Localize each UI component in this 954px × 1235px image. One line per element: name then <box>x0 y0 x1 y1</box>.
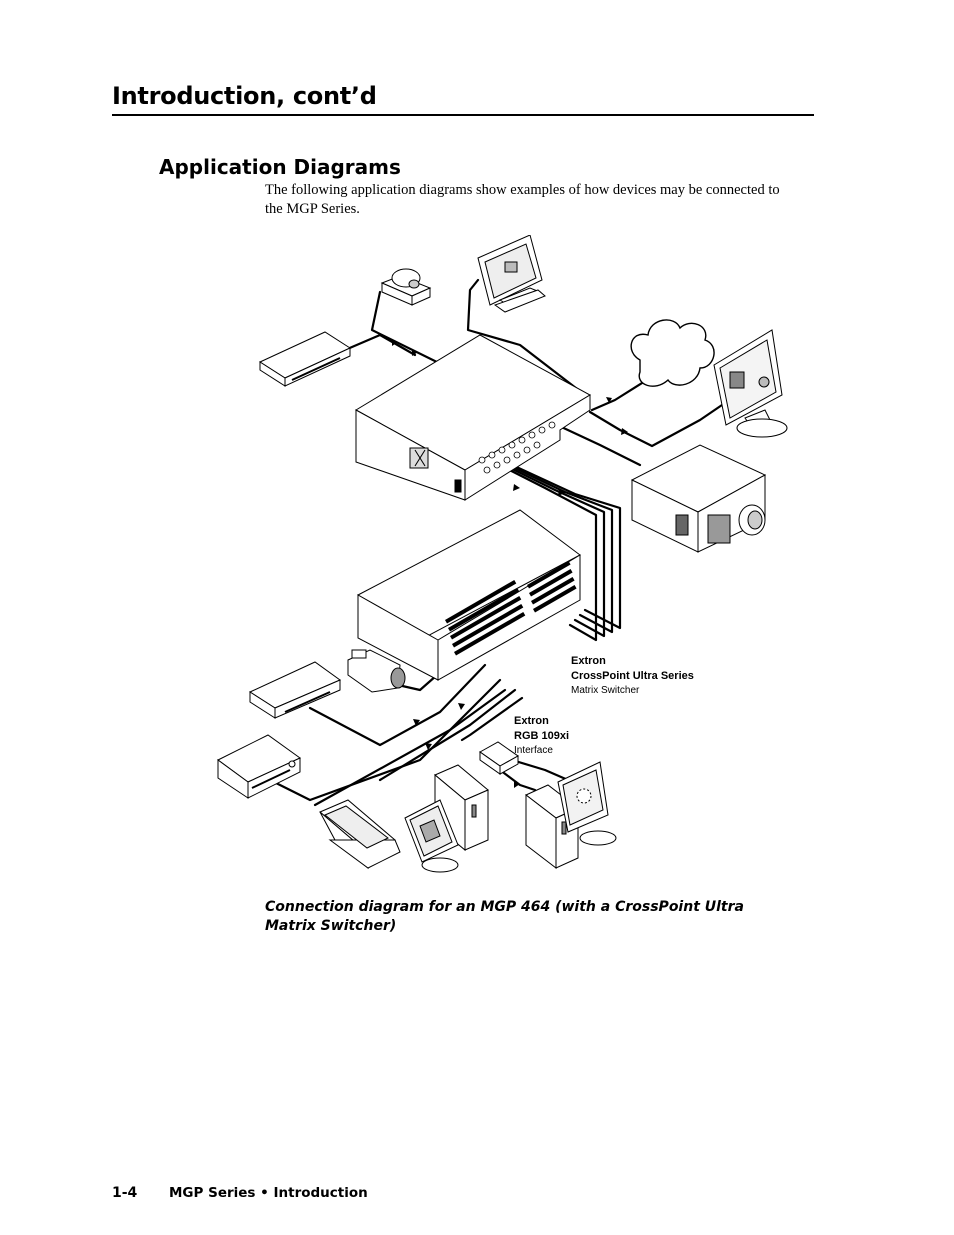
crosspoint-connector-grid <box>445 561 577 656</box>
cable-bundle-1 <box>478 453 598 642</box>
touch-panel <box>477 235 546 313</box>
video-deck-top <box>258 331 352 387</box>
network-cloud <box>630 319 715 387</box>
cable-touchpanel <box>466 278 587 397</box>
label-crosspoint-brand: Extron <box>571 655 606 667</box>
cable-laptop <box>313 688 507 807</box>
ptz-camera <box>380 268 432 306</box>
chapter-rule <box>112 114 814 116</box>
cable-deck-top <box>343 333 417 357</box>
label-crosspoint-desc: Matrix Switcher <box>571 685 640 696</box>
video-deck-mid <box>248 661 342 719</box>
cables <box>268 278 724 807</box>
pc-workstation-right <box>525 761 617 870</box>
label-rgb-desc: Interface <box>514 745 553 756</box>
cable-bundle-2 <box>488 456 606 638</box>
mgp-connector-panel <box>478 421 556 474</box>
cable-deck-mid <box>308 663 487 747</box>
cable-rgb-to-pc2 <box>498 768 537 792</box>
cable-monitor-top <box>588 403 724 448</box>
figure-caption: Connection diagram for an MGP 464 (with … <box>265 899 744 934</box>
lcd-monitor-top <box>713 329 788 438</box>
label-rgb-brand: Extron <box>514 715 549 727</box>
label-rgb-model: RGB 109xi <box>514 730 569 742</box>
cable-bundle-3 <box>498 459 614 634</box>
cable-rgb109 <box>460 696 524 742</box>
page-number: 1-4 <box>112 1185 138 1201</box>
footer-text: MGP Series • Introduction <box>169 1185 368 1201</box>
section-title: Application Diagrams <box>159 155 401 179</box>
cable-rgb-to-monitor <box>510 758 570 782</box>
crosspoint-switcher <box>357 509 581 681</box>
label-crosspoint-model: CrossPoint Ultra Series <box>571 670 694 682</box>
projector <box>630 444 767 553</box>
cable-receiver <box>268 678 502 802</box>
laptop <box>319 799 401 870</box>
chapter-title: Introduction, cont’d <box>112 82 377 110</box>
mgp-unit <box>355 334 592 501</box>
av-receiver <box>217 734 301 799</box>
cable-cloud <box>590 376 652 412</box>
intro-paragraph: The following application diagrams show … <box>265 182 780 217</box>
cable-bundle-4 <box>508 462 622 630</box>
camcorder <box>347 649 406 693</box>
cable-projector <box>553 422 642 467</box>
cable-pc1 <box>378 688 517 782</box>
pc-workstation-left <box>404 764 489 873</box>
connection-diagram: Extron CrossPoint Ultra Series Matrix Sw… <box>217 235 788 873</box>
signal-arrows <box>392 339 628 788</box>
rgb-109xi-interface <box>479 741 519 775</box>
